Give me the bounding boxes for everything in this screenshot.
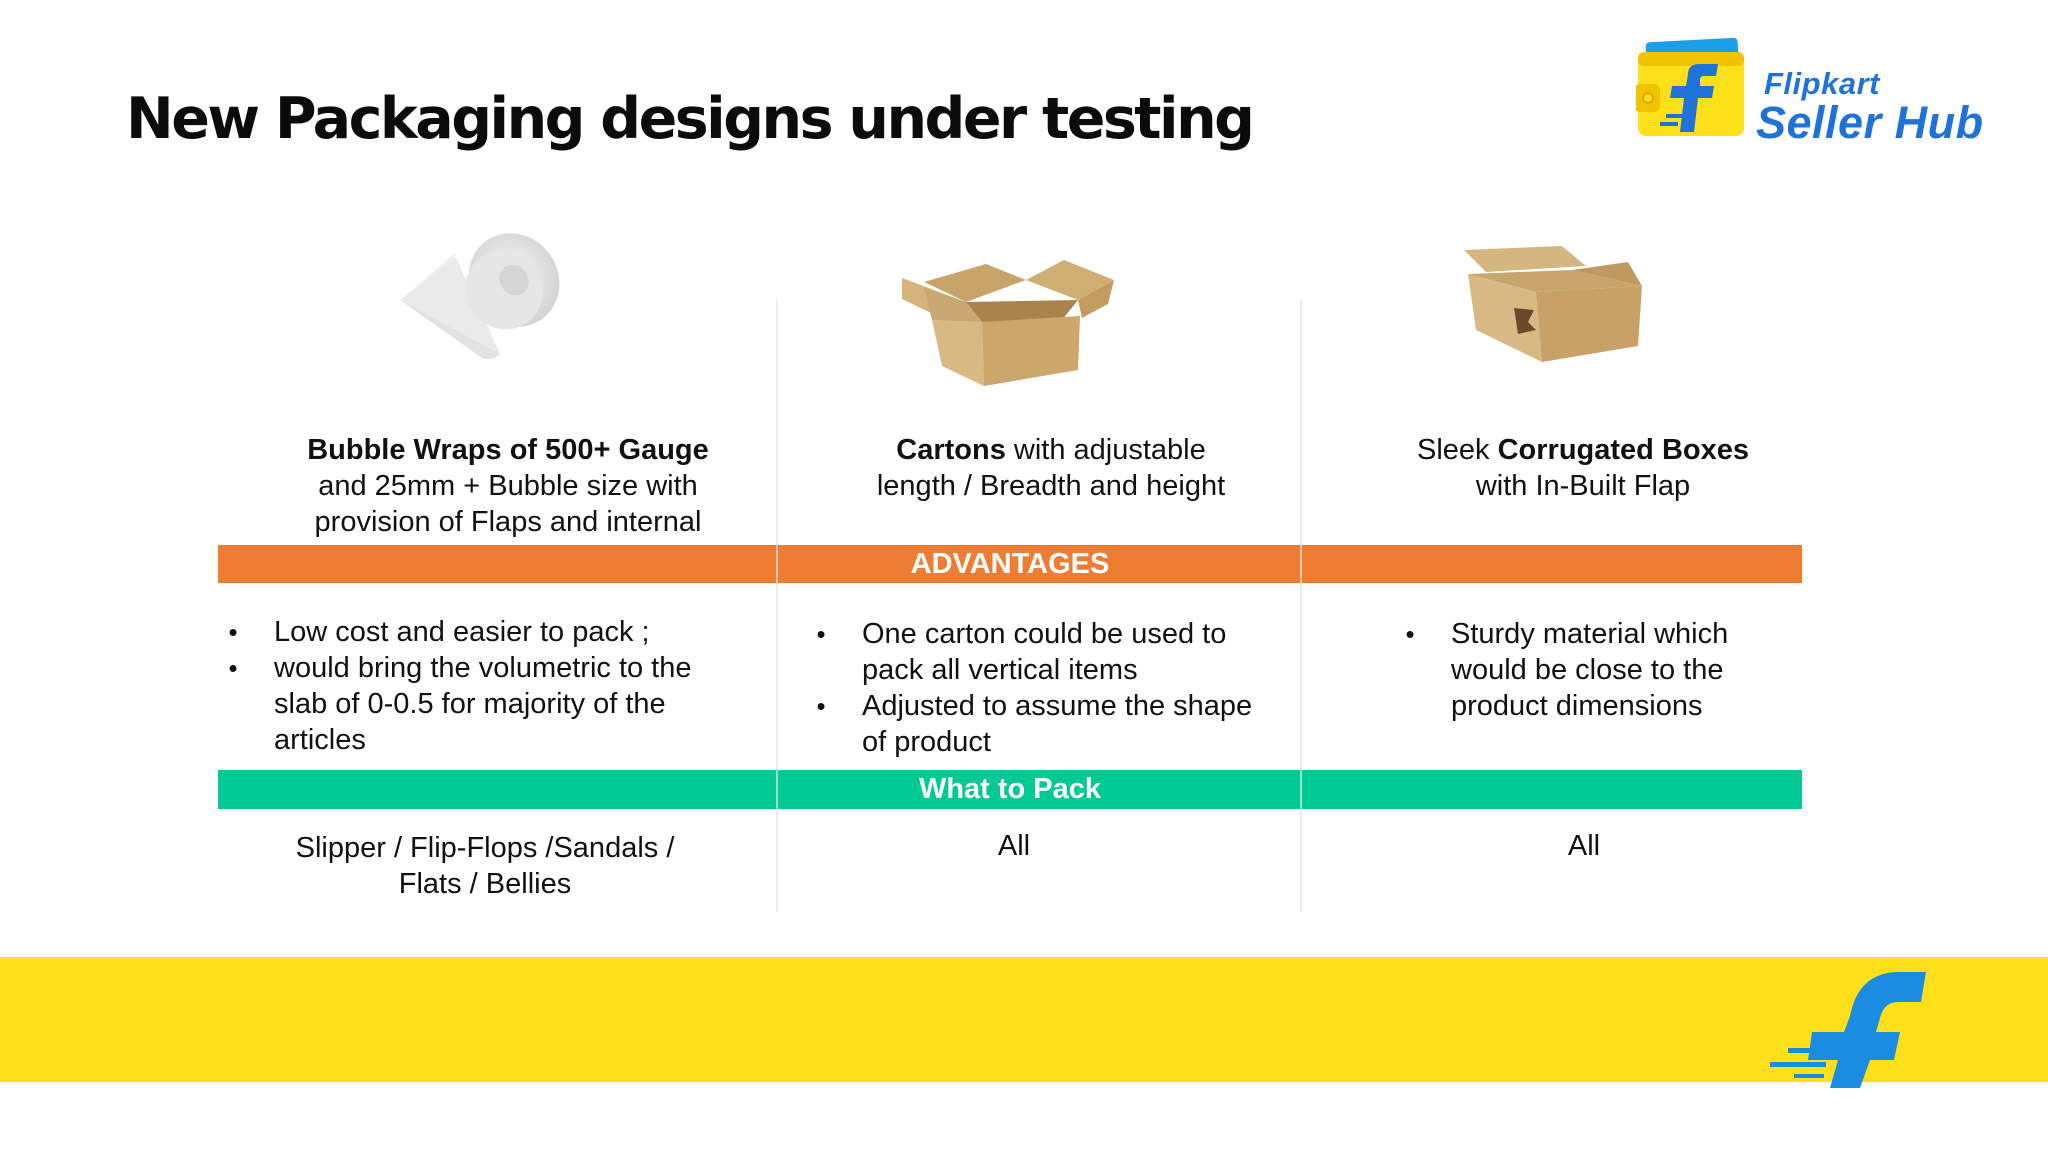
what-to-pack-cartons: All [997,830,1031,862]
advantages-list-cartons: One carton could be used to pack all ver… [811,616,1271,760]
what-to-pack-bubble-wrap: Slipper / Flip-Flops /Sandals / Flats / … [295,832,675,900]
heading-text: and 25mm + Bubble size with provision of… [314,470,702,538]
logo-text-seller-hub: Seller Hub [1756,97,1984,148]
logo-text-flipkart: Flipkart [1764,66,1880,101]
what-to-pack-corrugated: All [1567,830,1601,862]
advantages-band: ADVANTAGES [218,545,1802,583]
footer-band [0,957,2048,1082]
flipkart-f-icon [1770,972,1926,1088]
advantages-label: ADVANTAGES [910,548,1110,580]
what-to-pack-band: What to Pack [218,770,1802,809]
column-divider [776,300,778,912]
list-item: One carton could be used to pack all ver… [811,616,1271,688]
band-divider [776,545,778,583]
wallet-icon [1636,37,1744,136]
band-divider [776,770,778,809]
heading-text: with In-Built Flap [1475,470,1691,502]
list-item: Low cost and easier to pack ; [223,614,743,650]
slide-title: New Packaging designs under testing [126,86,1255,152]
list-item: Adjusted to assume the shape of product [811,688,1271,760]
list-item: would bring the volumetric to the slab o… [223,650,743,758]
corrugated-box-icon [1464,246,1642,362]
heading-bold: Cartons [896,434,1006,466]
what-to-pack-label: What to Pack [918,773,1102,805]
column-divider [1300,300,1302,912]
band-divider [1300,545,1302,583]
carton-box-icon [902,260,1114,386]
column-heading-bubble-wrap: Bubble Wraps of 500+ Gauge and 25mm + Bu… [278,432,738,540]
heading-bold: Bubble Wraps of 500+ Gauge [307,434,709,466]
flipkart-seller-hub-logo: Flipkart Seller Hub [1632,30,1992,150]
advantages-list-corrugated: Sturdy material which would be close to … [1400,616,1760,724]
bubble-wrap-icon [400,233,560,360]
column-heading-cartons: Cartons with adjustable length / Breadth… [856,432,1246,504]
heading-bold: Corrugated Boxes [1497,434,1749,466]
list-item: Sturdy material which would be close to … [1400,616,1760,724]
band-divider [1300,770,1302,809]
advantages-list-bubble-wrap: Low cost and easier to pack ; would brin… [223,614,743,758]
heading-text: with adjustable length / Breadth and hei… [876,434,1226,502]
column-heading-corrugated: Sleek Corrugated Boxes with In-Built Fla… [1360,432,1806,504]
heading-pre: Sleek [1417,434,1498,466]
